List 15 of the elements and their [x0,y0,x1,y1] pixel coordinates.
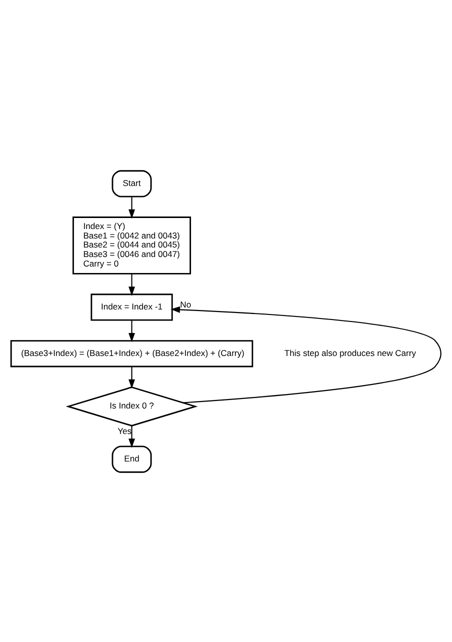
arrow [128,320,136,342]
arrow [170,306,442,403]
node-box: End [112,445,152,472]
arrow [128,196,136,218]
node-box: (Base3+Index) = (Base1+Index) + (Base2+Index) + (Carry) [10,340,254,367]
node-box: Index = (Y) Base1 = (0042 and 0043) Base2 = (0044 and 0045) Base3 = (0046 and 0047) Carry = 0 [72,216,192,274]
arrow [128,366,136,388]
node-diamond: Is Index 0 ? [66,386,198,426]
edge-label: No [180,298,192,309]
arrow [128,426,136,448]
edge-label: Yes [118,425,132,436]
node-box: Start [112,170,152,197]
node-box: Index = Index -1 [90,293,173,320]
node-label: This step also produces new Carry [284,347,416,358]
arrow [128,273,136,296]
